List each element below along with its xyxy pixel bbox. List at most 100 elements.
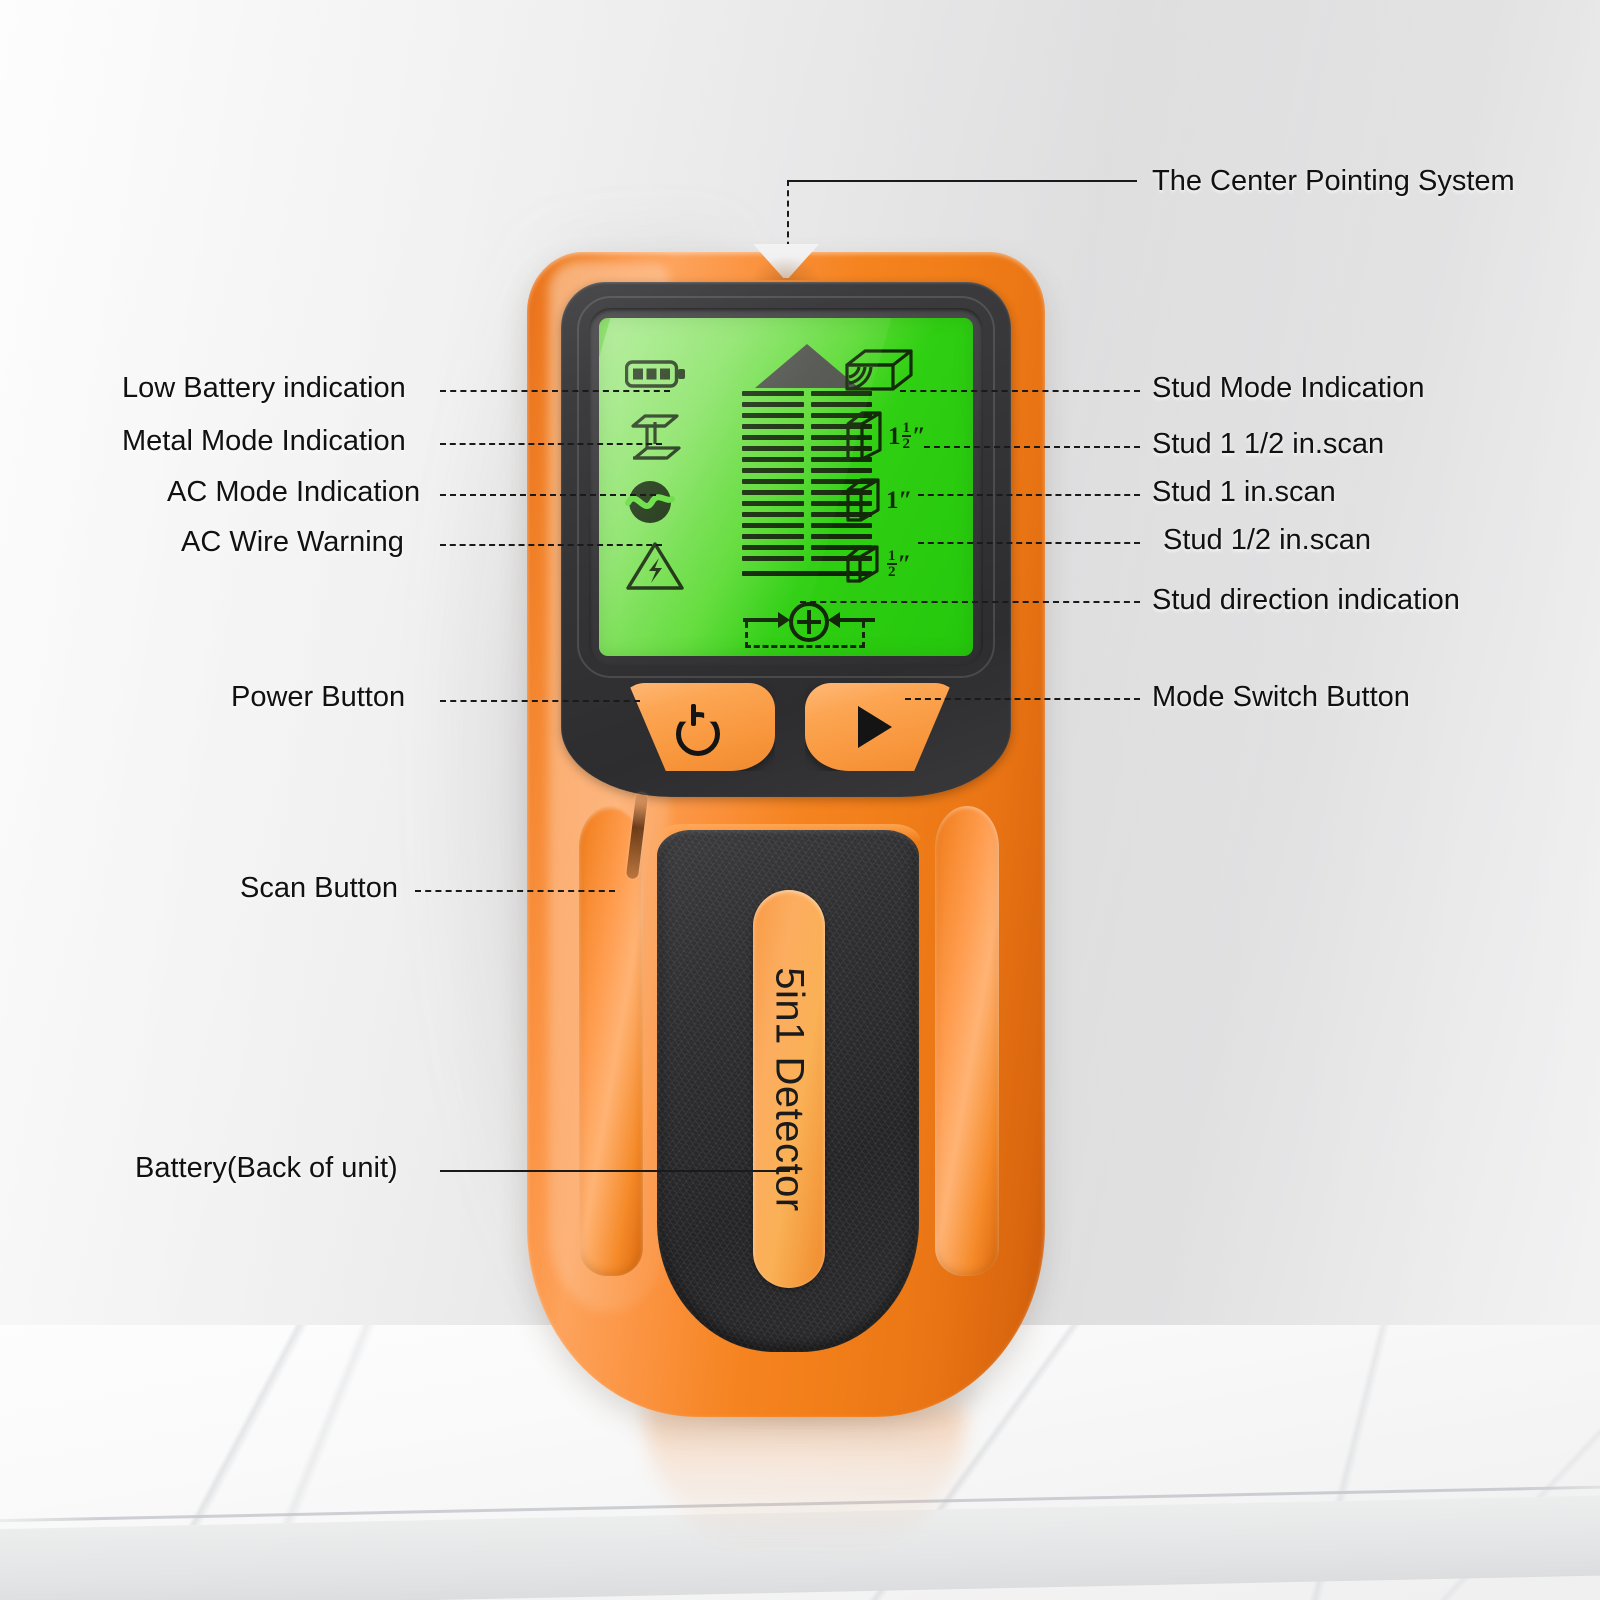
- arrow-left-icon: [828, 612, 875, 628]
- left-side-rail: [579, 806, 643, 1276]
- bargraph-segment: [742, 545, 804, 550]
- label-stud-1-1-2-in-scan: Stud 1 1/2 in.scan: [1152, 428, 1385, 460]
- label-stud-1-in-scan: Stud 1 in.scan: [1152, 476, 1336, 508]
- lcd-left-icon-column: [625, 342, 707, 598]
- label-ac-wire-warning: AC Wire Warning: [181, 526, 404, 558]
- bargraph-row: [742, 523, 872, 528]
- label-center-pointing-system: The Center Pointing System: [1152, 165, 1515, 197]
- bargraph-segment: [810, 479, 872, 484]
- label-stud-1-2-in-scan: Stud 1/2 in.scan: [1163, 524, 1371, 556]
- bargraph-segment: [742, 512, 804, 517]
- bargraph-row: [742, 501, 872, 506]
- bargraph-row: [742, 446, 872, 451]
- bezel-inner-ring: [577, 296, 995, 678]
- product-badge: 5in1 Detector: [753, 890, 825, 1288]
- metal-ibeam-icon: [625, 406, 707, 470]
- label-ac-mode-indication: AC Mode Indication: [167, 476, 421, 508]
- power-icon: [672, 704, 714, 746]
- bargraph-segment: [810, 391, 872, 396]
- leader-power-button: [440, 700, 640, 702]
- bargraph-segment: [810, 468, 872, 473]
- leader-stud-direction: [800, 601, 1140, 603]
- bargraph-row: [742, 479, 872, 484]
- bargraph-segment: [810, 435, 872, 440]
- bargraph-rows: [742, 391, 872, 561]
- label-metal-mode-indication: Metal Mode Indication: [122, 425, 406, 457]
- bargraph-segment: [810, 501, 872, 506]
- bargraph-segment: [742, 468, 804, 473]
- bargraph-segment: [742, 391, 804, 396]
- bargraph-row: [742, 490, 872, 495]
- signal-bargraph: [742, 344, 872, 576]
- leader-ac-mode: [440, 494, 656, 496]
- label-battery-back-of-unit: Battery(Back of unit): [135, 1152, 398, 1184]
- bargraph-segment: [810, 413, 872, 418]
- bargraph-row: [742, 424, 872, 429]
- bargraph-row: [742, 534, 872, 539]
- bargraph-segment: [810, 534, 872, 539]
- battery-icon: [625, 342, 707, 406]
- bargraph-segment: [810, 512, 872, 517]
- leader-stud-mode: [900, 390, 1140, 392]
- label-stud-mode-indication: Stud Mode Indication: [1152, 372, 1425, 404]
- leader-metal-mode: [440, 443, 662, 445]
- bargraph-segment: [742, 435, 804, 440]
- bargraph-segment: [810, 424, 872, 429]
- wood-stud-icon: [843, 340, 959, 404]
- label-low-battery-indication: Low Battery indication: [122, 372, 406, 404]
- mode-switch-button[interactable]: [805, 683, 952, 771]
- leader-mode-switch: [905, 698, 1140, 700]
- stud-depth-1in-value: 1″: [886, 486, 913, 514]
- bargraph-segment: [742, 534, 804, 539]
- bargraph-segment: [742, 413, 804, 418]
- leader-center-pointing: [787, 180, 1137, 182]
- ac-wave-icon: [625, 470, 707, 534]
- leader-stud-1in: [918, 494, 1140, 496]
- leader-battery-back: [440, 1170, 790, 1172]
- bargraph-segment: [810, 490, 872, 495]
- label-stud-direction-indication: Stud direction indication: [1152, 584, 1460, 616]
- bargraph-segment: [742, 424, 804, 429]
- crosshair-icon: [739, 600, 879, 656]
- bargraph-row: [742, 556, 872, 561]
- bargraph-segment: [742, 446, 804, 451]
- bargraph-segment: [810, 457, 872, 462]
- product-badge-label: 5in1 Detector: [767, 966, 812, 1212]
- bargraph-row: [742, 435, 872, 440]
- bargraph-segment: [742, 501, 804, 506]
- bargraph-segment: [742, 556, 804, 561]
- stud-depth-1in-icon: 1″: [843, 468, 959, 532]
- leader-stud-half-in: [918, 542, 1140, 544]
- ac-warning-icon: [625, 534, 707, 598]
- bargraph-segment: [742, 523, 804, 528]
- leader-ac-wire-warning: [440, 544, 662, 546]
- bargraph-segment: [742, 490, 804, 495]
- bargraph-segment: [742, 402, 804, 407]
- stud-direction-bracket: [745, 622, 865, 648]
- bargraph-segment: [810, 556, 872, 561]
- bargraph-row: [742, 512, 872, 517]
- bargraph-segment: [810, 402, 872, 407]
- label-power-button: Power Button: [231, 681, 406, 713]
- label-scan-button: Scan Button: [240, 872, 398, 904]
- bargraph-segment: [742, 457, 804, 462]
- bargraph-segment: [810, 523, 872, 528]
- bargraph-row: [742, 468, 872, 473]
- bargraph-row: [742, 402, 872, 407]
- play-triangle-icon: [858, 706, 892, 748]
- bargraph-row: [742, 457, 872, 462]
- leader-center-pointing-vertical: [787, 180, 789, 258]
- bargraph-row: [742, 545, 872, 550]
- label-mode-switch-button: Mode Switch Button: [1152, 681, 1410, 713]
- bargraph-segment: [810, 545, 872, 550]
- bargraph-pointer-triangle: [755, 344, 859, 388]
- leader-scan-button: [415, 890, 615, 892]
- bargraph-baseline: [742, 571, 872, 576]
